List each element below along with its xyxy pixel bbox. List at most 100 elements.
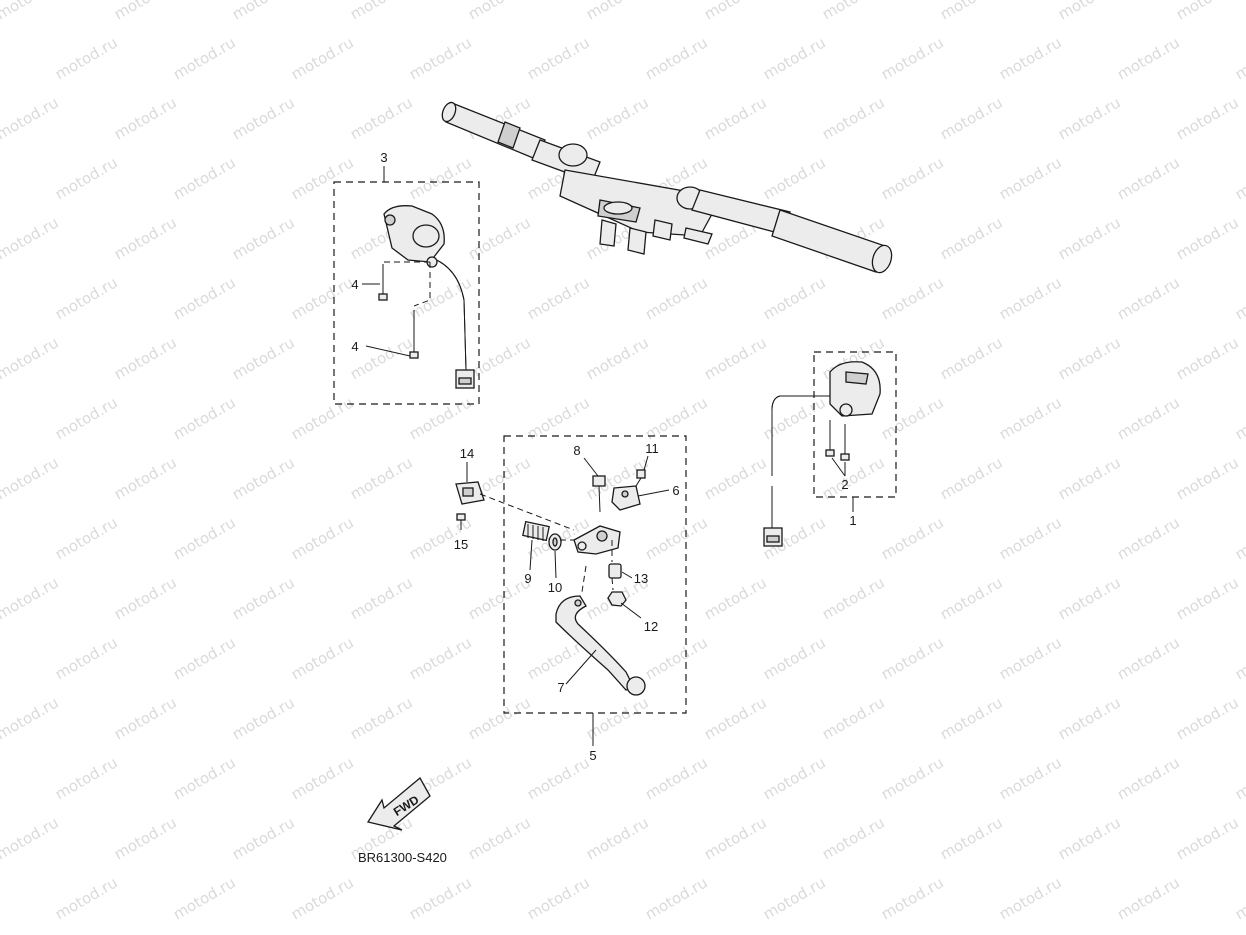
watermark-text: motod.ru (819, 813, 888, 863)
watermark-text: motod.ru (760, 393, 829, 443)
callout-15: 15 (454, 537, 468, 552)
watermark-text: motod.ru (229, 333, 298, 383)
watermark-text: motod.ru (170, 633, 239, 683)
watermark-text: motod.ru (996, 513, 1065, 563)
watermark-text: motod.ru (1114, 273, 1183, 323)
watermark-text: motod.ru (1114, 873, 1183, 923)
watermark-text: motod.ru (819, 453, 888, 503)
screw-4-lower (409, 310, 419, 359)
leader-lines (362, 166, 854, 746)
watermark-text: motod.ru (0, 753, 3, 803)
group-box-1 (813, 351, 897, 498)
watermark-text: motod.ru (996, 273, 1065, 323)
watermark-text: motod.ru (996, 153, 1065, 203)
watermark-text: motod.ru (0, 333, 62, 383)
watermark-text: motod.ru (347, 0, 416, 23)
switch-14 (455, 481, 485, 505)
watermark-text: motod.ru (996, 633, 1065, 683)
watermark-text: motod.ru (583, 0, 652, 23)
watermark-text: motod.ru (1232, 633, 1246, 683)
watermark-text: motod.ru (0, 393, 3, 443)
watermark-text: motod.ru (1114, 393, 1183, 443)
watermark-text: motod.ru (878, 393, 947, 443)
watermark-text: motod.ru (111, 693, 180, 743)
watermark-text: motod.ru (406, 33, 475, 83)
watermark-text: motod.ru (0, 273, 3, 323)
callout-4-lower: 4 (351, 339, 358, 354)
watermark-text: motod.ru (406, 873, 475, 923)
watermark-text: motod.ru (0, 573, 62, 623)
watermark-text: motod.ru (996, 393, 1065, 443)
watermark-text: motod.ru (0, 453, 62, 503)
watermark-text: motod.ru (229, 0, 298, 23)
watermark-text: motod.ru (760, 633, 829, 683)
watermark-text: motod.ru (1173, 0, 1242, 23)
watermark-text: motod.ru (0, 513, 3, 563)
watermark-text: motod.ru (170, 153, 239, 203)
watermark-text: motod.ru (288, 153, 357, 203)
watermark-text: motod.ru (229, 93, 298, 143)
watermark-text: motod.ru (406, 393, 475, 443)
watermark-text: motod.ru (524, 753, 593, 803)
watermark-text: motod.ru (0, 693, 62, 743)
watermark-text: motod.ru (642, 513, 711, 563)
watermark-text: motod.ru (642, 873, 711, 923)
watermark-text: motod.ru (52, 153, 121, 203)
watermark-text: motod.ru (1173, 333, 1242, 383)
watermark-text: motod.ru (878, 513, 947, 563)
watermark-text: motod.ru (878, 153, 947, 203)
watermark-text: motod.ru (701, 573, 770, 623)
watermark-text: motod.ru (1114, 33, 1183, 83)
watermark-text: motod.ru (111, 573, 180, 623)
watermark-text: motod.ru (642, 753, 711, 803)
watermark-text: motod.ru (878, 873, 947, 923)
watermark-text: motod.ru (760, 273, 829, 323)
watermark-text: motod.ru (111, 333, 180, 383)
watermark-text: motod.ru (347, 453, 416, 503)
watermark-text: motod.ru (52, 33, 121, 83)
watermark-text: motod.ru (1173, 213, 1242, 263)
watermark-text: motod.ru (760, 753, 829, 803)
callout-7: 7 (557, 680, 564, 695)
watermark-text: motod.ru (524, 873, 593, 923)
watermark-text: motod.ru (229, 573, 298, 623)
watermark-text: motod.ru (583, 333, 652, 383)
watermark-text: motod.ru (406, 153, 475, 203)
watermark-text: motod.ru (524, 33, 593, 83)
watermark-text: motod.ru (1055, 213, 1124, 263)
callout-6: 6 (672, 483, 679, 498)
callout-1: 1 (849, 513, 856, 528)
watermark-text: motod.ru (170, 393, 239, 443)
watermark-text: motod.ru (937, 813, 1006, 863)
watermark-text: motod.ru (170, 873, 239, 923)
callout-13: 13 (634, 571, 648, 586)
watermark-text: motod.ru (996, 873, 1065, 923)
watermark-text: motod.ru (878, 273, 947, 323)
watermark-text: motod.ru (878, 33, 947, 83)
spring-9 (522, 520, 550, 542)
watermark-text: motod.ru (819, 93, 888, 143)
watermark-text: motod.ru (1232, 33, 1246, 83)
handlebar-assembly (441, 101, 893, 274)
watermark-text: motod.ru (1055, 0, 1124, 23)
watermark-text: motod.ru (111, 0, 180, 23)
watermark-text: motod.ru (1055, 333, 1124, 383)
watermark-text: motod.ru (52, 633, 121, 683)
watermark-text: motod.ru (1055, 453, 1124, 503)
collar-13 (608, 563, 622, 579)
watermark-text: motod.ru (1055, 573, 1124, 623)
bolt-8 (592, 475, 606, 513)
watermark-text: motod.ru (288, 873, 357, 923)
watermark-text: motod.ru (937, 333, 1006, 383)
watermark-text: motod.ru (111, 93, 180, 143)
callout-12: 12 (644, 619, 658, 634)
watermark-text: motod.ru (1232, 393, 1246, 443)
watermark-text: motod.ru (1232, 153, 1246, 203)
callout-10: 10 (548, 580, 562, 595)
watermark-text: motod.ru (229, 453, 298, 503)
watermark-text: motod.ru (52, 873, 121, 923)
watermark-text: motod.ru (937, 573, 1006, 623)
watermark-text: motod.ru (170, 273, 239, 323)
nut-12 (607, 591, 627, 607)
